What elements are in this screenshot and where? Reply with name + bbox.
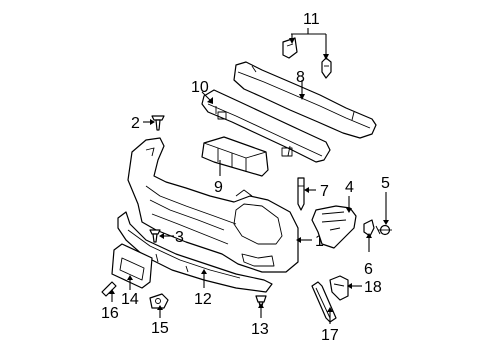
part-5-screw bbox=[375, 224, 392, 236]
callout-11: 11 bbox=[303, 11, 320, 28]
callout-1: 1 bbox=[315, 233, 324, 250]
callout-11-leader bbox=[289, 28, 329, 60]
part-12-valance bbox=[117, 211, 273, 293]
callout-3: 3 bbox=[175, 229, 184, 246]
callout-2-leader bbox=[143, 119, 155, 125]
callout-8-leader bbox=[299, 80, 305, 100]
callout-7: 7 bbox=[320, 183, 329, 200]
callout-3-leader bbox=[159, 233, 174, 239]
callout-17-leader bbox=[327, 307, 333, 324]
part-18-bracket bbox=[329, 275, 349, 301]
part-11-clip-right bbox=[321, 57, 332, 79]
callout-2: 2 bbox=[131, 115, 140, 132]
part-9-absorber bbox=[201, 136, 269, 177]
callout-10: 10 bbox=[191, 79, 209, 96]
callout-12-leader bbox=[201, 269, 207, 288]
callout-7-leader bbox=[304, 187, 316, 193]
callout-17: 17 bbox=[321, 327, 339, 344]
callout-4: 4 bbox=[345, 179, 354, 196]
callout-13-leader bbox=[258, 303, 264, 318]
callout-16: 16 bbox=[101, 305, 119, 322]
callout-10-leader bbox=[201, 91, 213, 104]
part-16-bolt bbox=[101, 281, 117, 297]
callout-5: 5 bbox=[381, 175, 390, 192]
callout-15-leader bbox=[157, 305, 163, 318]
callout-4-leader bbox=[346, 196, 352, 213]
part-3-push-pin bbox=[149, 229, 161, 243]
callout-12: 12 bbox=[194, 291, 212, 308]
callout-6: 6 bbox=[364, 261, 373, 278]
callout-18-leader bbox=[347, 283, 362, 289]
callout-1-leader bbox=[296, 237, 312, 243]
callout-15: 15 bbox=[151, 320, 169, 337]
callout-14: 14 bbox=[121, 291, 139, 308]
part-14-plate-bracket bbox=[111, 243, 153, 289]
callout-8: 8 bbox=[296, 69, 305, 86]
callout-5-leader bbox=[383, 192, 389, 225]
part-4-bracket bbox=[311, 205, 357, 249]
part-15-nut bbox=[149, 293, 169, 309]
callout-6-leader bbox=[366, 233, 372, 252]
part-2-push-pin bbox=[151, 115, 165, 131]
part-11-clip-left bbox=[282, 37, 298, 59]
callout-14-leader bbox=[127, 275, 133, 290]
part-7-retainer bbox=[297, 177, 305, 211]
callout-18: 18 bbox=[364, 279, 382, 296]
part-10-impact-bar bbox=[201, 89, 331, 163]
part-6-clip bbox=[363, 219, 375, 237]
callout-9: 9 bbox=[214, 179, 223, 196]
callout-16-leader bbox=[109, 289, 115, 302]
part-8-reinforcement bbox=[233, 61, 377, 139]
callout-13: 13 bbox=[251, 321, 269, 338]
